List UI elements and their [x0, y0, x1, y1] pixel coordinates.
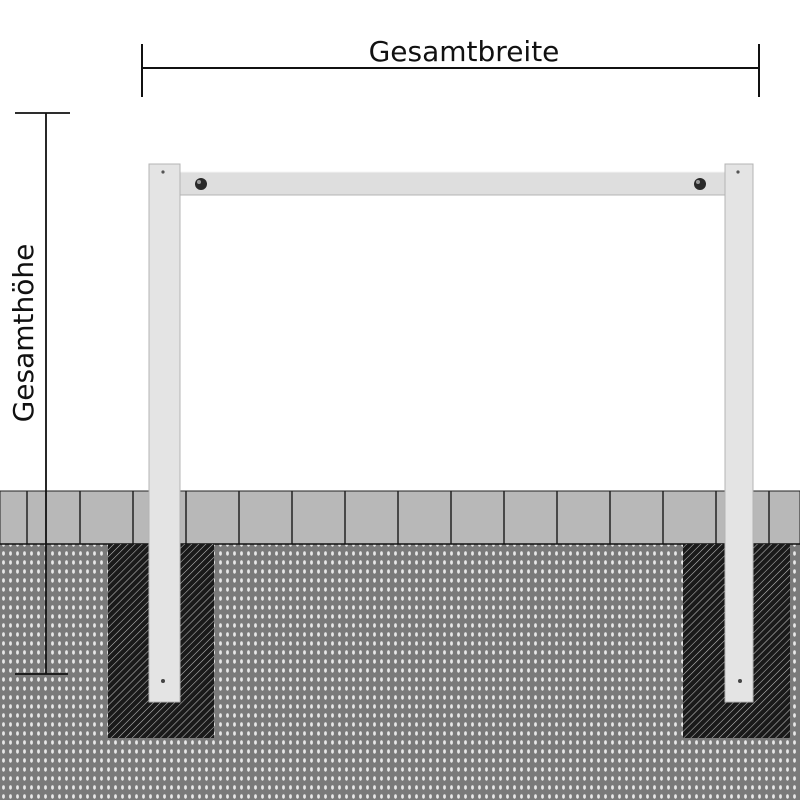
width-dimension — [141, 44, 760, 97]
width-label: Gesamtbreite — [369, 35, 560, 68]
post-right — [724, 163, 754, 703]
pavement — [0, 490, 800, 545]
height-label: Gesamthöhe — [7, 244, 40, 423]
post-left — [148, 163, 181, 703]
bolt-right-icon — [694, 178, 706, 190]
bolt-left-icon — [195, 178, 207, 190]
height-dimension — [15, 112, 70, 675]
crossbar — [179, 171, 729, 196]
